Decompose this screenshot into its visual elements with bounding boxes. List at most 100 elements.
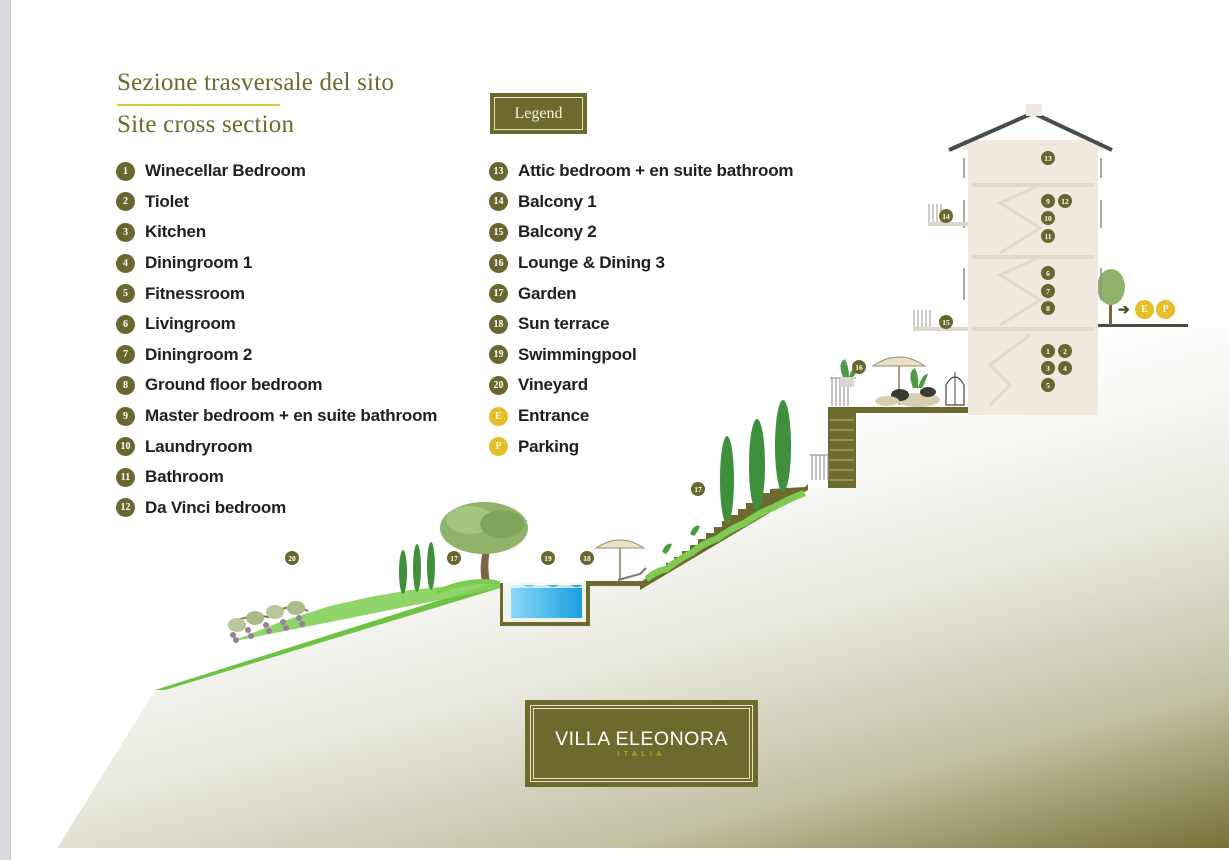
marker-12[interactable]: 12 [1058,194,1072,208]
marker-3[interactable]: 3 [1041,361,1055,375]
stair-railing [810,454,829,480]
marker-11[interactable]: 11 [1041,229,1055,243]
pool-waves [511,583,582,588]
legend-label: Bathroom [145,467,224,487]
marker-16[interactable]: 16 [852,360,866,374]
legend-button[interactable]: Legend [490,93,587,134]
legend-number-badge: 1 [116,161,135,181]
lounge-terrace [828,407,968,413]
legend-label: Entrance [518,406,590,426]
legend-number-badge: 17 [489,284,508,304]
page-bottom-strip [11,848,1229,860]
logo-inner-frame [533,708,750,779]
legend-item: P Parking [489,431,793,462]
marker-9[interactable]: 9 [1041,194,1055,208]
legend-label: Lounge & Dining 3 [518,253,665,273]
marker-7[interactable]: 7 [1041,284,1055,298]
legend-label: Attic bedroom + en suite bathroom [518,161,794,181]
legend-label: Swimmingpool [518,344,637,364]
legend-number-badge: 18 [489,314,508,334]
marker-18[interactable]: 18 [580,551,594,565]
legend-label: Tiolet [145,191,189,211]
legend-item: 18 Sun terrace [489,309,793,340]
legend-number-badge: 13 [489,161,508,181]
legend-number-badge: 14 [489,192,508,212]
legend-item: 4 Diningroom 1 [116,248,437,279]
legend-label: Kitchen [145,222,206,242]
marker-1[interactable]: 1 [1041,344,1055,358]
marker-19[interactable]: 19 [541,551,555,565]
logo-subtitle: ITALIA [617,751,666,758]
legend-label: Sun terrace [518,314,610,334]
grass-slope [155,581,500,690]
marker-17-upper[interactable]: 17 [691,482,705,496]
upper-stairs [828,410,856,488]
legend-number-badge: 12 [116,498,135,518]
house-olive-tree [1097,269,1125,325]
marker-8[interactable]: 8 [1041,301,1055,315]
villa-house [913,104,1113,415]
legend-label: Diningroom 1 [145,253,253,273]
arrow-left-icon: ➔ [1118,301,1130,317]
cypress-trees [399,400,791,594]
legend-label: Livingroom [145,314,236,334]
section-title-english: Site cross section [117,111,295,138]
legend-number-badge: 16 [489,253,508,273]
legend-label: Vineyard [518,375,588,395]
legend-label: Winecellar Bedroom [145,161,306,181]
viewer-edge [0,0,11,860]
legend-number-badge: 19 [489,345,508,365]
marker-15[interactable]: 15 [939,315,953,329]
marker-14[interactable]: 14 [939,209,953,223]
legend-label: Da Vinci bedroom [145,497,287,517]
marker-entrance[interactable]: E [1134,299,1155,320]
legend-button-label: Legend [514,104,563,122]
legend-label: Laundryroom [145,436,253,456]
legend-item: 5 Fitnessroom [116,278,437,309]
marker-20[interactable]: 20 [285,551,299,565]
marker-10[interactable]: 10 [1041,211,1055,225]
legend-item: 15 Balcony 2 [489,217,793,248]
legend-item: 11 Bathroom [116,462,437,493]
legend-number-badge: 5 [116,284,135,304]
vineyard-vines [227,601,309,643]
legend-number-badge: P [489,437,508,457]
sun-umbrella [594,539,647,581]
legend-number-badge: 4 [116,253,135,273]
marker-parking[interactable]: P [1155,299,1176,320]
legend-item: 1 Winecellar Bedroom [116,156,437,187]
marker-5[interactable]: 5 [1041,378,1055,392]
legend-number-badge: 15 [489,222,508,242]
pool-water [511,585,582,618]
marker-13[interactable]: 13 [1041,151,1055,165]
garden-plantings [645,490,806,582]
legend-number-badge: E [489,406,508,426]
legend-label: Balcony 2 [518,222,597,242]
legend-label: Fitnessroom [145,283,245,303]
marker-4[interactable]: 4 [1058,361,1072,375]
marker-6[interactable]: 6 [1041,266,1055,280]
legend-number-badge: 11 [116,467,135,487]
legend-item: 13 Attic bedroom + en suite bathroom [489,156,794,187]
marker-17-lower[interactable]: 17 [447,551,461,565]
legend-number-badge: 8 [116,375,135,395]
legend-label: Garden [518,283,577,303]
legend-number-badge: 2 [116,192,135,212]
section-title-italian: Sezione trasversale del sito [117,69,395,96]
marker-2[interactable]: 2 [1058,344,1072,358]
legend-label: Parking [518,436,579,456]
lounge-umbrella [871,356,940,407]
hillside-ground [50,327,1229,860]
villa-eleonora-logo: VILLA ELEONORA ITALIA [525,700,758,787]
upper-ledge [1098,324,1188,327]
